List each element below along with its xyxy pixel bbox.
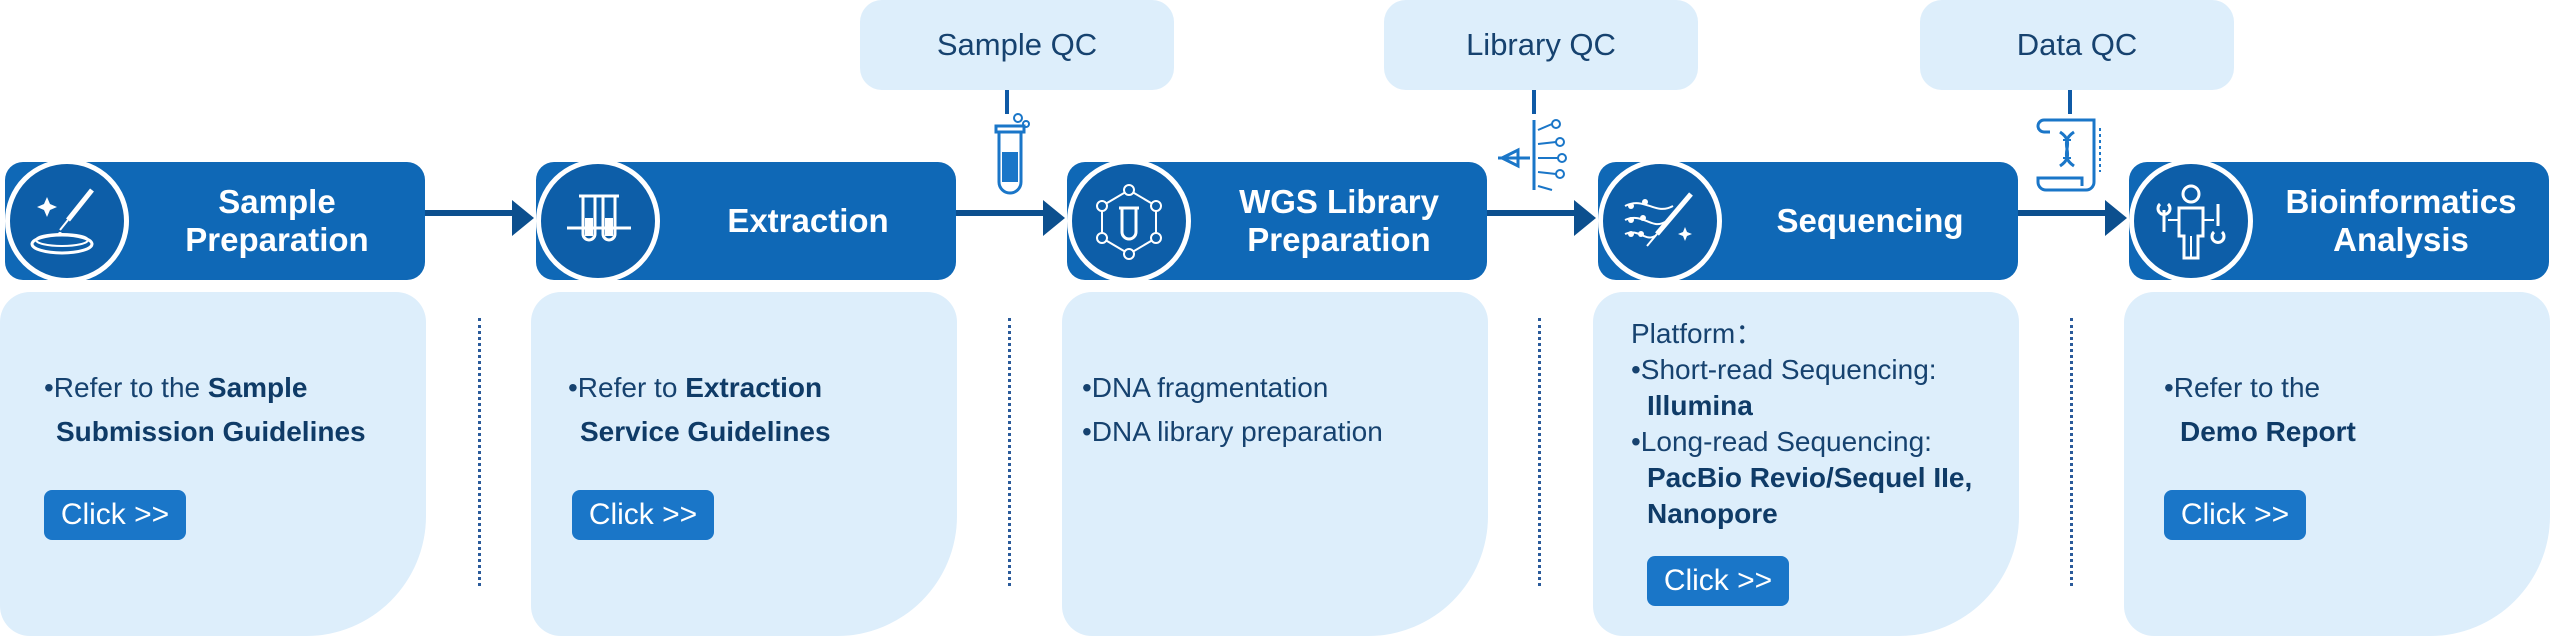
column-divider	[1538, 318, 1541, 586]
test-tubes-icon	[536, 159, 660, 283]
card-description: •DNA fragmentation •DNA library preparat…	[1082, 366, 1383, 454]
long-read-label: •Long-read Sequencing:	[1631, 426, 1932, 457]
guideline-line-1: •Refer to the Sample	[44, 366, 366, 410]
card-bioinformatics-analysis: •Refer to the Demo Report Click >>	[2124, 292, 2550, 636]
qc-library-connector	[1532, 90, 1536, 114]
card-sequencing: Platform： •Short-read Sequencing: Illumi…	[1593, 292, 2019, 636]
qc-sample-connector	[1005, 90, 1009, 114]
demo-report-prefix: •Refer to the	[2164, 372, 2321, 403]
step-title: Extraction	[727, 202, 889, 239]
step-icon-holder	[1598, 159, 1734, 283]
demo-report-line: Demo Report	[2164, 410, 2356, 454]
demo-report-link-text: Demo Report	[2180, 416, 2356, 447]
qc-sample-text: Sample QC	[936, 27, 1098, 62]
step-bioinformatics-analysis: Bioinformatics Analysis	[2129, 159, 2549, 283]
qc-library-text: Library QC	[1466, 27, 1616, 62]
step-icon-holder	[2129, 159, 2265, 283]
person-tools-icon	[2129, 159, 2253, 283]
flow-arrow-line	[1487, 210, 1577, 216]
long-read-value: PacBio Revio/Sequel IIe,	[1631, 460, 1972, 496]
card-wgs-library-preparation: •DNA fragmentation •DNA library preparat…	[1062, 292, 1488, 636]
guideline-line-2: Service Guidelines	[568, 410, 831, 454]
flow-arrow-head	[1574, 200, 1596, 236]
long-read-value: Nanopore	[1631, 496, 1972, 532]
card-extraction: •Refer to Extraction Service Guidelines …	[531, 292, 957, 636]
step-title: WGS Library Preparation	[1239, 183, 1439, 258]
demo-report-click-button[interactable]: Click >>	[2164, 490, 2306, 540]
extraction-guidelines-click-button[interactable]: Click >>	[572, 490, 714, 540]
guideline-link-text: Submission Guidelines	[56, 416, 366, 447]
flow-arrow-head	[1043, 200, 1065, 236]
sequencing-dropper-icon	[1598, 159, 1722, 283]
card-text-prefix: •Refer to	[568, 372, 686, 403]
flow-arrow-line	[956, 210, 1046, 216]
list-item: •DNA library preparation	[1082, 416, 1383, 447]
column-divider	[2070, 318, 2073, 586]
short-read-label: •Short-read Sequencing:	[1631, 354, 1937, 385]
step-icon-holder	[536, 159, 672, 283]
platform-name: PacBio Revio/Sequel IIe,	[1647, 462, 1973, 493]
step-sequencing: Sequencing	[1598, 159, 2018, 283]
platform-label: Platform：	[1631, 318, 1764, 349]
list-item: •DNA fragmentation	[1082, 372, 1329, 403]
sequencing-click-button[interactable]: Click >>	[1647, 556, 1789, 606]
flow-arrow-line	[425, 210, 515, 216]
step-sample-preparation: Sample Preparation	[5, 159, 425, 283]
step-title: Bioinformatics Analysis	[2285, 183, 2517, 258]
platform-name: Illumina	[1647, 390, 1753, 421]
step-extraction: Extraction	[536, 159, 956, 283]
short-read-value: Illumina	[1631, 388, 1972, 424]
step-icon-holder	[5, 159, 141, 283]
step-title: Sample Preparation	[185, 183, 369, 258]
guideline-link-text: Service Guidelines	[580, 416, 831, 447]
card-description: •Refer to the Sample Submission Guidelin…	[44, 366, 366, 454]
dna-scroll-icon	[2034, 114, 2110, 203]
guideline-link-text: Extraction	[685, 372, 823, 403]
card-description: Platform： •Short-read Sequencing: Illumi…	[1631, 316, 1972, 532]
card-description: •Refer to the Demo Report	[2164, 366, 2356, 454]
card-description: •Refer to Extraction Service Guidelines	[568, 366, 831, 454]
qc-data-label: Data QC	[1920, 0, 2234, 90]
library-filter-icon	[1496, 116, 1568, 199]
guideline-line-1: •Refer to Extraction	[568, 366, 831, 410]
test-tube-icon	[988, 112, 1032, 207]
column-divider	[1008, 318, 1011, 586]
card-sample-preparation: •Refer to the Sample Submission Guidelin…	[0, 292, 426, 636]
guideline-line-2: Submission Guidelines	[44, 410, 366, 454]
flow-arrow-line	[2018, 210, 2108, 216]
card-text-prefix: •Refer to the	[44, 372, 208, 403]
dna-network-icon	[1067, 159, 1191, 283]
qc-library-label: Library QC	[1384, 0, 1698, 90]
sample-guidelines-click-button[interactable]: Click >>	[44, 490, 186, 540]
flow-arrow-head	[512, 200, 534, 236]
step-wgs-library-preparation: WGS Library Preparation	[1067, 159, 1487, 283]
column-divider	[478, 318, 481, 586]
step-icon-holder	[1067, 159, 1203, 283]
petri-dish-dropper-icon	[5, 159, 129, 283]
guideline-link-text: Sample	[207, 372, 308, 403]
qc-data-text: Data QC	[2016, 27, 2138, 62]
qc-data-connector	[2068, 90, 2072, 114]
platform-name: Nanopore	[1647, 498, 1778, 529]
flow-arrow-head	[2105, 200, 2127, 236]
qc-sample-label: Sample QC	[860, 0, 1174, 90]
step-title: Sequencing	[1776, 202, 1964, 239]
